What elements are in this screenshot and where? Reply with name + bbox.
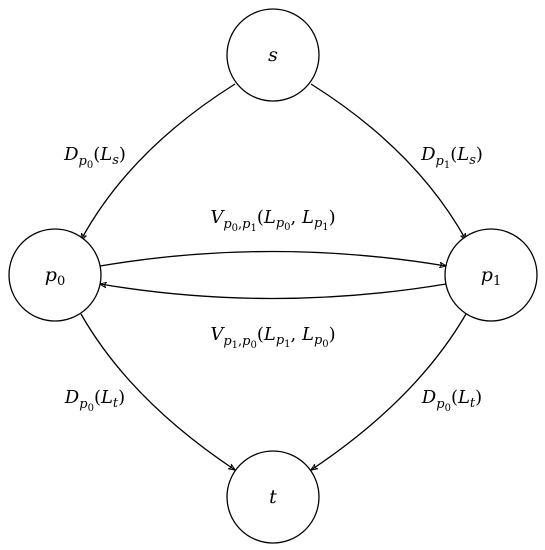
node-p0: p0 [8,228,102,322]
edge-p1-p0 [100,284,447,300]
label-p0-t: Dp0(Lt) [64,387,125,414]
node-s-label: s [268,44,278,66]
label-s-p0: Dp0(Ls) [63,144,126,171]
label-p1-t: Dp0(Lt) [421,387,482,414]
edge-s-p1 [310,83,466,240]
node-p1-label: p1 [481,264,501,289]
edge-p0-p1 [99,250,446,267]
node-t: t [226,450,320,544]
node-t-label: t [269,486,277,508]
label-p0-p1: Vp0,p1(Lp0, Lp1) [210,207,335,234]
node-p0-label: p0 [45,264,65,289]
node-s: s [226,8,320,102]
label-p1-p0: Vp1,p0(Lp1, Lp0) [210,324,335,351]
edge-s-p0 [81,83,236,240]
edge-p0-t [80,313,235,470]
label-s-p1: Dp1(Ls) [420,144,483,171]
node-p1: p1 [444,228,538,322]
edge-p1-t [311,313,467,470]
